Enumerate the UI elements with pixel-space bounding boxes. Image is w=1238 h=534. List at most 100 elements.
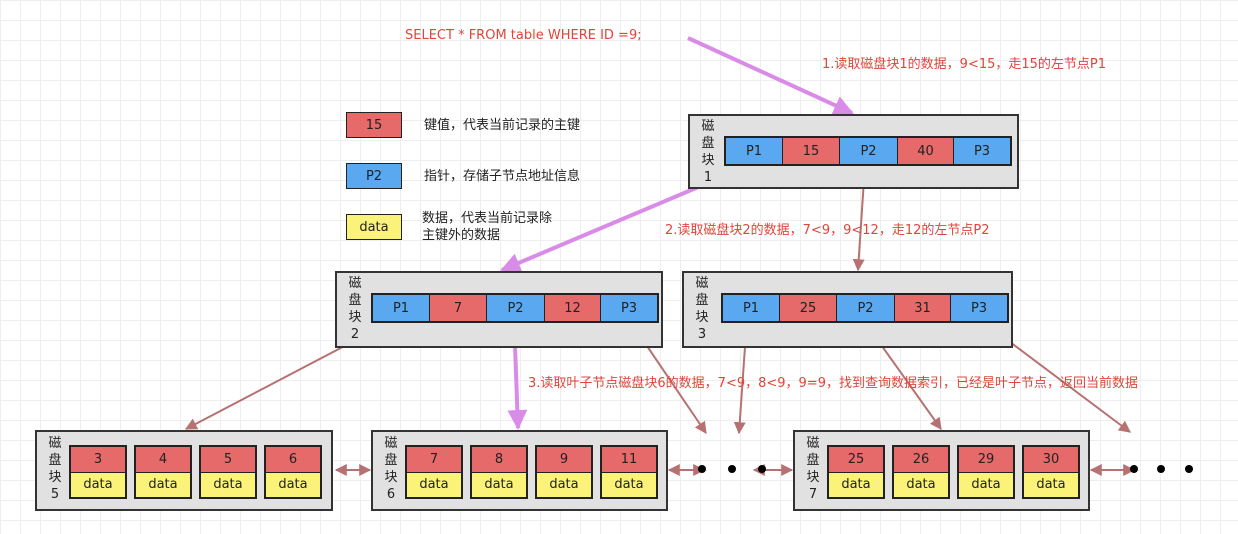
disk-block-6-label: 磁 盘 块 6 (383, 435, 399, 503)
label-char: 磁 (701, 119, 715, 134)
leaf-key: 9 (537, 447, 591, 473)
legend-key-swatch: 15 (346, 112, 402, 138)
leaf-data: data (602, 472, 656, 497)
label-char: 块 (384, 470, 398, 485)
leaf-data: data (136, 472, 190, 497)
leaf-data: data (959, 472, 1013, 497)
pointer-cell: P3 (601, 295, 657, 321)
leaf-data: data (407, 472, 461, 497)
legend-data-swatch: data (346, 214, 402, 240)
label-char: 盘 (384, 453, 398, 468)
legend-data-desc-line2: 主键外的数据 (422, 228, 501, 243)
pointer-cell: P2 (487, 295, 545, 321)
search-arrow-query-to-b1 (687, 36, 854, 115)
label-char: 盘 (701, 136, 715, 151)
legend-data-desc-line1: 数据，代表当前记录除 (422, 211, 553, 226)
step-3-annotation: 3.读取叶子节点磁盘块6的数据，7<9，8<9，9=9，找到查询数据索引，已经是… (528, 376, 1138, 391)
leaf-data: data (472, 472, 526, 497)
label-char: 盘 (695, 293, 709, 308)
label-char: 7 (808, 487, 818, 502)
leaf-entry: 9 data (535, 445, 593, 499)
disk-block-1-label: 磁 盘 块 1 (700, 118, 716, 186)
ellipsis-dot (728, 465, 736, 473)
leaf-key: 29 (959, 447, 1013, 473)
leaf-key: 4 (136, 447, 190, 473)
label-char: 块 (348, 310, 362, 325)
legend-key-sample: 15 (365, 117, 383, 133)
label-char: 2 (350, 327, 360, 342)
key-cell: 12 (545, 295, 601, 321)
ellipsis-dot (758, 465, 766, 473)
label-char: 块 (48, 470, 62, 485)
pointer-cell: P2 (837, 295, 895, 321)
query-text: SELECT * FROM table WHERE ID =9; (405, 28, 642, 43)
pointer-cell: P1 (726, 138, 783, 164)
disk-block-3-label: 磁 盘 块 3 (694, 275, 710, 343)
leaf-key: 5 (201, 447, 255, 473)
disk-block-6: 磁 盘 块 6 7 data 8 data 9 data 11 data (371, 430, 668, 511)
label-char: 磁 (384, 436, 398, 451)
leaf-entry: 11 data (600, 445, 658, 499)
leaf-key: 8 (472, 447, 526, 473)
label-char: 5 (50, 487, 60, 502)
leaf-key: 30 (1024, 447, 1078, 473)
leaf-entry: 30 data (1022, 445, 1080, 499)
label-char: 磁 (48, 436, 62, 451)
leaf-entry: 7 data (405, 445, 463, 499)
key-cell: 31 (895, 295, 951, 321)
disk-block-2: 磁 盘 块 2 P1 7 P2 12 P3 (335, 271, 663, 348)
ellipsis-dot (698, 465, 706, 473)
legend-pointer-sample: P2 (365, 168, 383, 184)
label-char: 磁 (695, 276, 709, 291)
disk-block-5-label: 磁 盘 块 5 (47, 435, 63, 503)
leaf-key: 11 (602, 447, 656, 473)
label-char: 块 (695, 310, 709, 325)
key-cell: 7 (430, 295, 487, 321)
leaf-entry: 29 data (957, 445, 1015, 499)
step-1-annotation: 1.读取磁盘块1的数据，9<15，走15的左节点P1 (822, 57, 1107, 72)
label-char: 盘 (806, 453, 820, 468)
leaf-data: data (201, 472, 255, 497)
ellipsis-dot (1185, 465, 1193, 473)
leaf-data: data (1024, 472, 1078, 497)
leaf-entry: 26 data (892, 445, 950, 499)
key-cell: 15 (783, 138, 840, 164)
disk-block-5: 磁 盘 块 5 3 data 4 data 5 data 6 data (35, 430, 333, 511)
ellipsis-dot (1130, 465, 1138, 473)
pointer-cell: P2 (840, 138, 898, 164)
leaf-entry: 6 data (264, 445, 322, 499)
label-char: 磁 (806, 436, 820, 451)
label-char: 3 (697, 327, 707, 342)
leaf-data: data (71, 472, 125, 497)
disk-block-7-label: 磁 盘 块 7 (805, 435, 821, 503)
label-char: 磁 (348, 276, 362, 291)
disk-block-1-row: P1 15 P2 40 P3 (724, 136, 1012, 166)
leaf-key: 3 (71, 447, 125, 473)
leaf-data: data (537, 472, 591, 497)
label-char: 1 (703, 170, 713, 185)
leaf-data: data (829, 472, 883, 497)
disk-block-1: 磁 盘 块 1 P1 15 P2 40 P3 (688, 114, 1019, 189)
disk-block-3-row: P1 25 P2 31 P3 (721, 293, 1009, 323)
ellipsis-dot (1157, 465, 1165, 473)
legend-data-desc: 数据，代表当前记录除 主键外的数据 (422, 210, 552, 244)
pointer-cell: P3 (954, 138, 1010, 164)
legend-pointer-swatch: P2 (346, 163, 402, 189)
leaf-key: 6 (266, 447, 320, 473)
key-cell: 40 (898, 138, 954, 164)
leaf-entry: 3 data (69, 445, 127, 499)
label-char: 6 (386, 487, 396, 502)
leaf-data: data (266, 472, 320, 497)
key-cell: 25 (780, 295, 837, 321)
disk-block-2-row: P1 7 P2 12 P3 (371, 293, 659, 323)
disk-block-3: 磁 盘 块 3 P1 25 P2 31 P3 (682, 271, 1013, 348)
disk-block-7: 磁 盘 块 7 25 data 26 data 29 data 30 data (793, 430, 1090, 511)
leaf-key: 26 (894, 447, 948, 473)
legend-data-sample: data (359, 219, 389, 235)
label-char: 盘 (348, 293, 362, 308)
leaf-entry: 5 data (199, 445, 257, 499)
step-2-annotation: 2.读取磁盘块2的数据，7<9，9<12，走12的左节点P2 (665, 223, 990, 238)
leaf-key: 25 (829, 447, 883, 473)
pointer-cell: P1 (373, 295, 430, 321)
pointer-cell: P1 (723, 295, 780, 321)
